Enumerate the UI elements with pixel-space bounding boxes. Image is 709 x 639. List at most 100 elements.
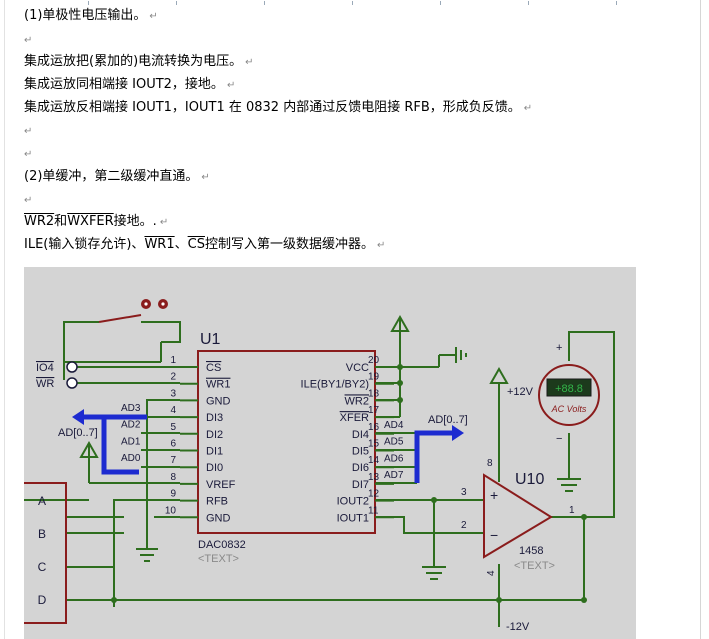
ruler-ticks [0, 0, 709, 5]
bus-net-label: AD1 [121, 436, 141, 447]
io4-label: IO4 [36, 362, 54, 374]
chip-pin-name: DI5 [352, 446, 369, 458]
page-edge-right [700, 0, 701, 639]
ground-opamp-icon [422, 566, 446, 580]
doc-empty-line: ↵ [24, 122, 32, 141]
chip-pin-name: RFB [206, 496, 228, 508]
meter-plus-sign: + [556, 342, 562, 354]
bus-net-label: AD0 [121, 453, 141, 464]
chip-pin-number: 1 [170, 355, 176, 366]
chip-pin-number: 6 [170, 439, 176, 450]
supply-negative: -12V [506, 621, 530, 633]
opamp-text-placeholder: <TEXT> [514, 560, 555, 572]
chip-pin-name: DI3 [206, 412, 223, 424]
chip-pin-number: 14 [368, 455, 380, 466]
chip-pin-name: IOUT2 [337, 496, 369, 508]
opamp-plus-sign: + [490, 487, 498, 503]
vcc-arrow-icon [390, 314, 410, 332]
ground-chip-icon [136, 548, 158, 562]
opamp-pin-inf-num: 8 [487, 458, 493, 469]
doc-empty-line: ↵ [24, 191, 32, 210]
doc-line-6-rest: 接地。. [113, 214, 157, 229]
chip-pin-number: 8 [170, 472, 176, 483]
wr-terminal-icon [66, 377, 78, 389]
doc-empty-line: ↵ [24, 31, 32, 50]
bus-left-arrow-icon [72, 409, 84, 425]
wr1-signal: WR1 [144, 237, 175, 252]
doc-line-4-text: 集成运放反相端接 IOUT1，IOUT1 在 0832 内部通过反馈电阻接 RF… [24, 100, 521, 115]
bus-right-label: AD[0..7] [428, 414, 468, 426]
wr-label: WR [36, 378, 54, 390]
chip-pin-number: 10 [165, 505, 177, 516]
chip-pin-name: GND [206, 512, 231, 524]
chip-pin-name: VCC [346, 362, 369, 374]
doc-line-3-text: 集成运放同相端接 IOUT2，接地。 [24, 77, 224, 92]
chip-pin-number: 3 [170, 388, 176, 399]
switch-indicator-icon [141, 299, 168, 309]
wr2-signal: WR2 [24, 214, 55, 229]
chip-pin-number: 15 [368, 439, 380, 450]
opamp-pin-out-num: 1 [569, 505, 575, 516]
wxfer-signal: WXFER [67, 214, 114, 229]
chip-pin-name: VREF [206, 479, 236, 491]
paragraph-mark-icon: ↵ [24, 126, 33, 137]
doc-line-1: (1)单极性电压输出。↵ [24, 7, 158, 26]
chip-pin-name: CS [206, 362, 221, 374]
paragraph-mark-icon: ↵ [201, 172, 210, 183]
chip-left-pins: 1CS2WR13GND4DI35DI26DI17DI08VREF9RFB10GN… [165, 355, 236, 524]
connector-pin-label: D [38, 593, 47, 607]
bus-net-label: AD5 [384, 437, 404, 448]
paragraph-mark-icon: ↵ [24, 35, 33, 46]
chip-pin-number: 2 [170, 372, 176, 383]
bus-up-arrow-icon [79, 440, 99, 458]
io4-terminal-icon [66, 361, 78, 373]
dac0832-chip [197, 350, 376, 534]
paragraph-mark-icon: ↵ [376, 240, 386, 251]
doc-line-5: (2)单缓冲，第二级缓冲直通。↵ [24, 168, 210, 187]
meter-minus-sign: − [556, 433, 562, 445]
ground-meter-icon [557, 478, 581, 492]
schematic-svg: U1 DAC0832 <TEXT> 1CS2WR13GND4DI35DI26DI… [24, 267, 636, 639]
connector-block [24, 482, 67, 624]
opamp-minus-sign: − [490, 527, 498, 543]
cs-signal: CS [187, 237, 205, 252]
bus-net-label: AD2 [121, 420, 141, 431]
chip-pin-number: 9 [170, 489, 176, 500]
doc-line-7-sep: 、 [174, 237, 188, 252]
meter-screen [546, 378, 592, 397]
opamp-part: 1458 [519, 545, 543, 557]
connector-pin-label: C [38, 560, 47, 574]
chip-text-placeholder: <TEXT> [198, 553, 239, 565]
chip-pin-name: XFER [340, 412, 369, 424]
doc-line-6: WR2和WXFER接地。.↵ [24, 213, 168, 232]
chip-pin-number: 5 [170, 422, 176, 433]
doc-line-3: 集成运放同相端接 IOUT2，接地。↵ [24, 76, 235, 95]
meter-label: AC Volts [551, 404, 587, 414]
bus-net-label: AD4 [384, 420, 404, 431]
chip-pin-number: 12 [368, 489, 380, 500]
chip-pin-number: 17 [368, 405, 380, 416]
chip-pin-name: WR2 [345, 395, 369, 407]
switch-symbol [98, 314, 142, 323]
chip-pin-name: WR1 [206, 379, 230, 391]
chip-pin-number: 11 [368, 505, 379, 516]
paragraph-mark-icon: ↵ [149, 11, 158, 22]
chip-pin-number: 7 [170, 455, 176, 466]
connector-pin-label: B [38, 527, 46, 541]
schematic-background [24, 267, 636, 639]
bus-net-label: AD7 [384, 470, 404, 481]
chip-pin-number: 19 [368, 372, 380, 383]
chip-pin-name: DI1 [206, 446, 223, 458]
bus-net-label: AD3 [121, 403, 141, 414]
doc-empty-line: ↵ [24, 145, 32, 164]
paragraph-mark-icon: ↵ [24, 149, 33, 160]
chip-pin-number: 18 [368, 388, 380, 399]
paragraph-mark-icon: ↵ [523, 103, 533, 114]
paragraph-mark-icon: ↵ [24, 195, 33, 206]
doc-line-2: 集成运放把(累加的)电流转换为电压。↵ [24, 53, 254, 72]
chip-pin-name: DI0 [206, 462, 223, 474]
chip-pin-name: GND [206, 395, 231, 407]
meter-display: +88.8 [555, 383, 583, 395]
